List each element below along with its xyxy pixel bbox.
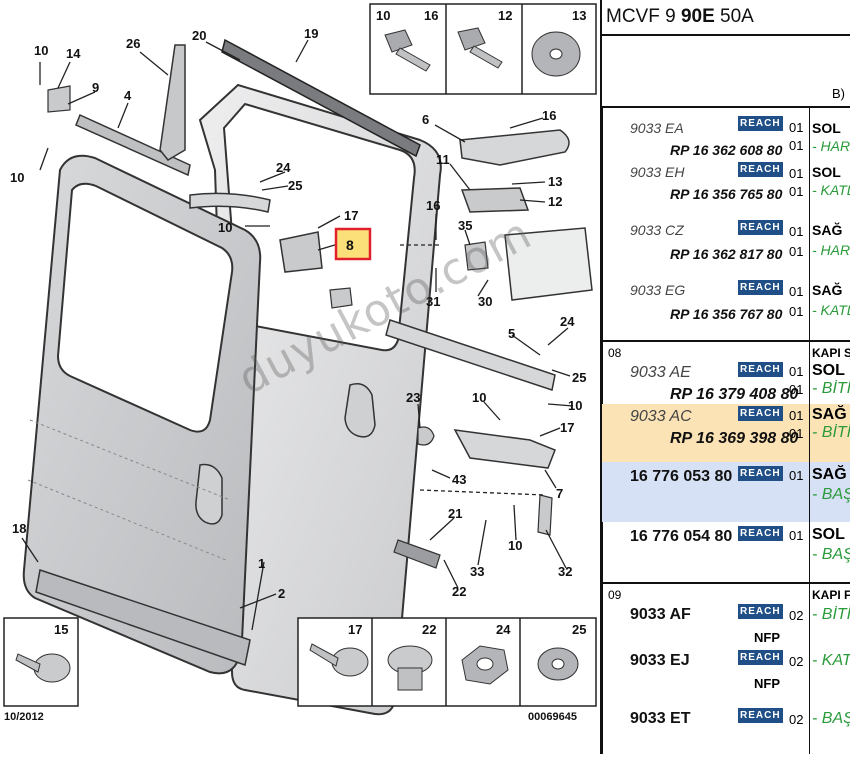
callout-21: 21 [448,506,462,521]
svg-text:10: 10 [376,8,390,23]
callout-7: 7 [556,486,563,501]
bolt-icon [457,27,503,69]
screw-icon [309,643,369,677]
svg-text:24: 24 [496,622,511,637]
svg-text:22: 22 [422,622,436,637]
callout-13: 13 [548,174,562,189]
section-08: 08 [608,346,622,360]
callout-6: 6 [422,112,429,127]
callout-2: 2 [278,586,285,601]
callout-20: 20 [192,28,206,43]
section-09: 09 [608,588,622,602]
table-row[interactable]: 9033 CZ REACH 01 SAĞ RP 16 362 817 80 01… [630,220,850,262]
callout-10d: 10 [568,398,582,413]
callout-26: 26 [126,36,140,51]
callout-9: 9 [92,80,99,95]
callout-12: 12 [548,194,562,209]
callout-18: 18 [12,521,26,536]
callout-1: 1 [258,556,265,571]
drawing-number: 00069645 [528,711,577,723]
callout-25: 25 [288,178,302,193]
callout-24: 24 [276,160,291,175]
table-row[interactable]: 9033 EA REACH 01 SOL RP 16 362 608 80 01… [630,116,850,158]
callout-10: 10 [34,43,48,58]
outer-door-panel [22,154,262,675]
callout-10e: 10 [508,538,522,553]
nut-icon [461,645,509,685]
column-header: B) [602,34,850,108]
washer-icon [537,647,579,681]
callout-5: 5 [508,326,515,341]
callout-23: 23 [406,390,420,405]
svg-text:25: 25 [572,622,586,637]
callout-10f: 10 [10,170,24,185]
window-rails [35,38,556,666]
callout-25b: 25 [572,370,586,385]
callout-16: 16 [542,108,556,123]
table-row[interactable]: 9033 ET REACH 02 - BAŞI [630,708,850,727]
callout-33: 33 [470,564,484,579]
fastener-box-bottom-left: 15 [3,617,79,707]
table-row-highlighted-blue[interactable]: 16 776 053 80 REACH 01 SAĞ - BAŞI [602,462,850,522]
table-row[interactable]: 16 776 054 80 REACH 01 SOL - BAŞI [630,526,850,563]
svg-text:13: 13 [572,8,586,23]
screw-icon [15,653,71,683]
svg-text:8: 8 [346,237,354,253]
door-exploded-view: 10 14 9 4 26 20 19 6 16 24 25 11 13 12 1… [3,3,597,723]
section-08-title: KAPI S [812,346,850,360]
callout-numbers: 10 14 9 4 26 20 19 6 16 24 25 11 13 12 1… [10,26,586,601]
highlighted-callout-8[interactable]: 8 [334,227,372,261]
push-rivet-icon [387,645,433,691]
callout-10b: 10 [218,220,232,235]
fastener-box-top: 10 16 12 13 [369,3,597,95]
model-header: MCVF 9 90E 50A [602,0,850,36]
callout-24b: 24 [560,314,575,329]
table-row-highlighted[interactable]: 9033 AC REACH 01 SAĞ RP 16 369 398 80 01… [602,404,850,462]
hinges-and-brackets [47,85,593,569]
parts-table: MCVF 9 90E 50A B) 9033 EA REACH 01 SOL R… [600,0,850,754]
fastener-box-bottom-right: 17 22 24 25 [297,617,597,707]
callout-32: 32 [558,564,572,579]
svg-text:15: 15 [54,622,68,637]
callout-22: 22 [452,584,466,599]
svg-text:16: 16 [424,8,438,23]
table-row[interactable]: 9033 EJ REACH 02 - KATL NFP [630,650,850,691]
leader-lines [21,39,574,631]
table-row[interactable]: 9033 AF REACH 02 - BİTİŞ NFP [630,604,850,645]
callout-19: 19 [304,26,318,41]
row-group-1: 9033 EA REACH 01 SOL RP 16 362 608 80 01… [602,110,850,340]
callout-11: 11 [436,152,450,167]
callout-10c: 10 [472,390,486,405]
callout-30: 30 [478,294,492,309]
svg-text:12: 12 [498,8,512,23]
washer-icon [531,31,581,77]
callout-17b: 17 [560,420,574,435]
callout-17: 17 [344,208,358,223]
table-row[interactable]: 9033 EG REACH 01 SAĞ RP 16 356 767 80 01… [630,280,850,322]
table-row[interactable]: 9033 AE REACH 01 SOL RP 16 379 408 80 01… [630,362,850,403]
date-code: 10/2012 [4,711,44,723]
svg-text:17: 17 [348,622,362,637]
callout-35: 35 [458,218,472,233]
callout-14: 14 [66,46,81,61]
callout-4: 4 [124,88,132,103]
table-row[interactable]: 9033 EH REACH 01 SOL RP 16 356 765 80 01… [630,162,850,202]
bolt-icon [384,29,431,72]
callout-31: 31 [426,294,440,309]
section-09-title: KAPI F [812,588,850,602]
callout-43: 43 [452,472,466,487]
callout-16b: 16 [426,198,440,213]
parts-diagram: 10 14 9 4 26 20 19 6 16 24 25 11 13 12 1… [3,3,597,723]
